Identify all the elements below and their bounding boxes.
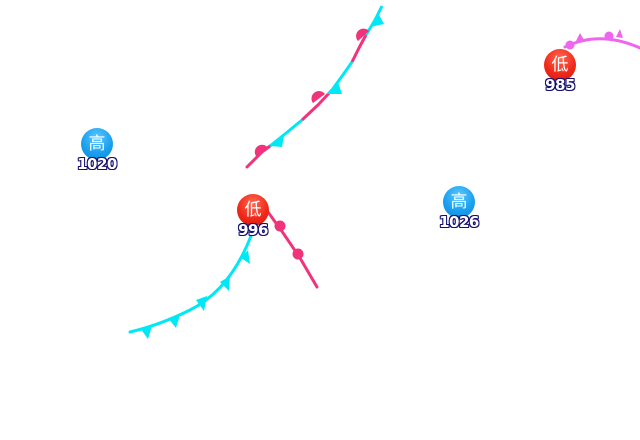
- pressure-value: 996: [238, 221, 268, 239]
- warm-front: [266, 210, 319, 289]
- pressure-value: 1026: [439, 213, 479, 231]
- pressure-value: 1020: [77, 155, 117, 173]
- pressure-value: 985: [545, 76, 575, 94]
- pressure-center-low-985[interactable]: 低 985: [540, 49, 580, 94]
- pressure-center-low-996[interactable]: 低 996: [233, 194, 273, 239]
- cold-front: [128, 234, 253, 339]
- occluded-front: [563, 29, 640, 50]
- stationary-front: [245, 5, 384, 169]
- high-pressure-icon: 高: [81, 128, 113, 160]
- low-pressure-icon: 低: [237, 194, 269, 226]
- pressure-center-high-1026[interactable]: 高 1026: [439, 186, 479, 231]
- low-pressure-icon: 低: [544, 49, 576, 81]
- high-pressure-icon: 高: [443, 186, 475, 218]
- pressure-center-high-1020[interactable]: 高 1020: [77, 128, 117, 173]
